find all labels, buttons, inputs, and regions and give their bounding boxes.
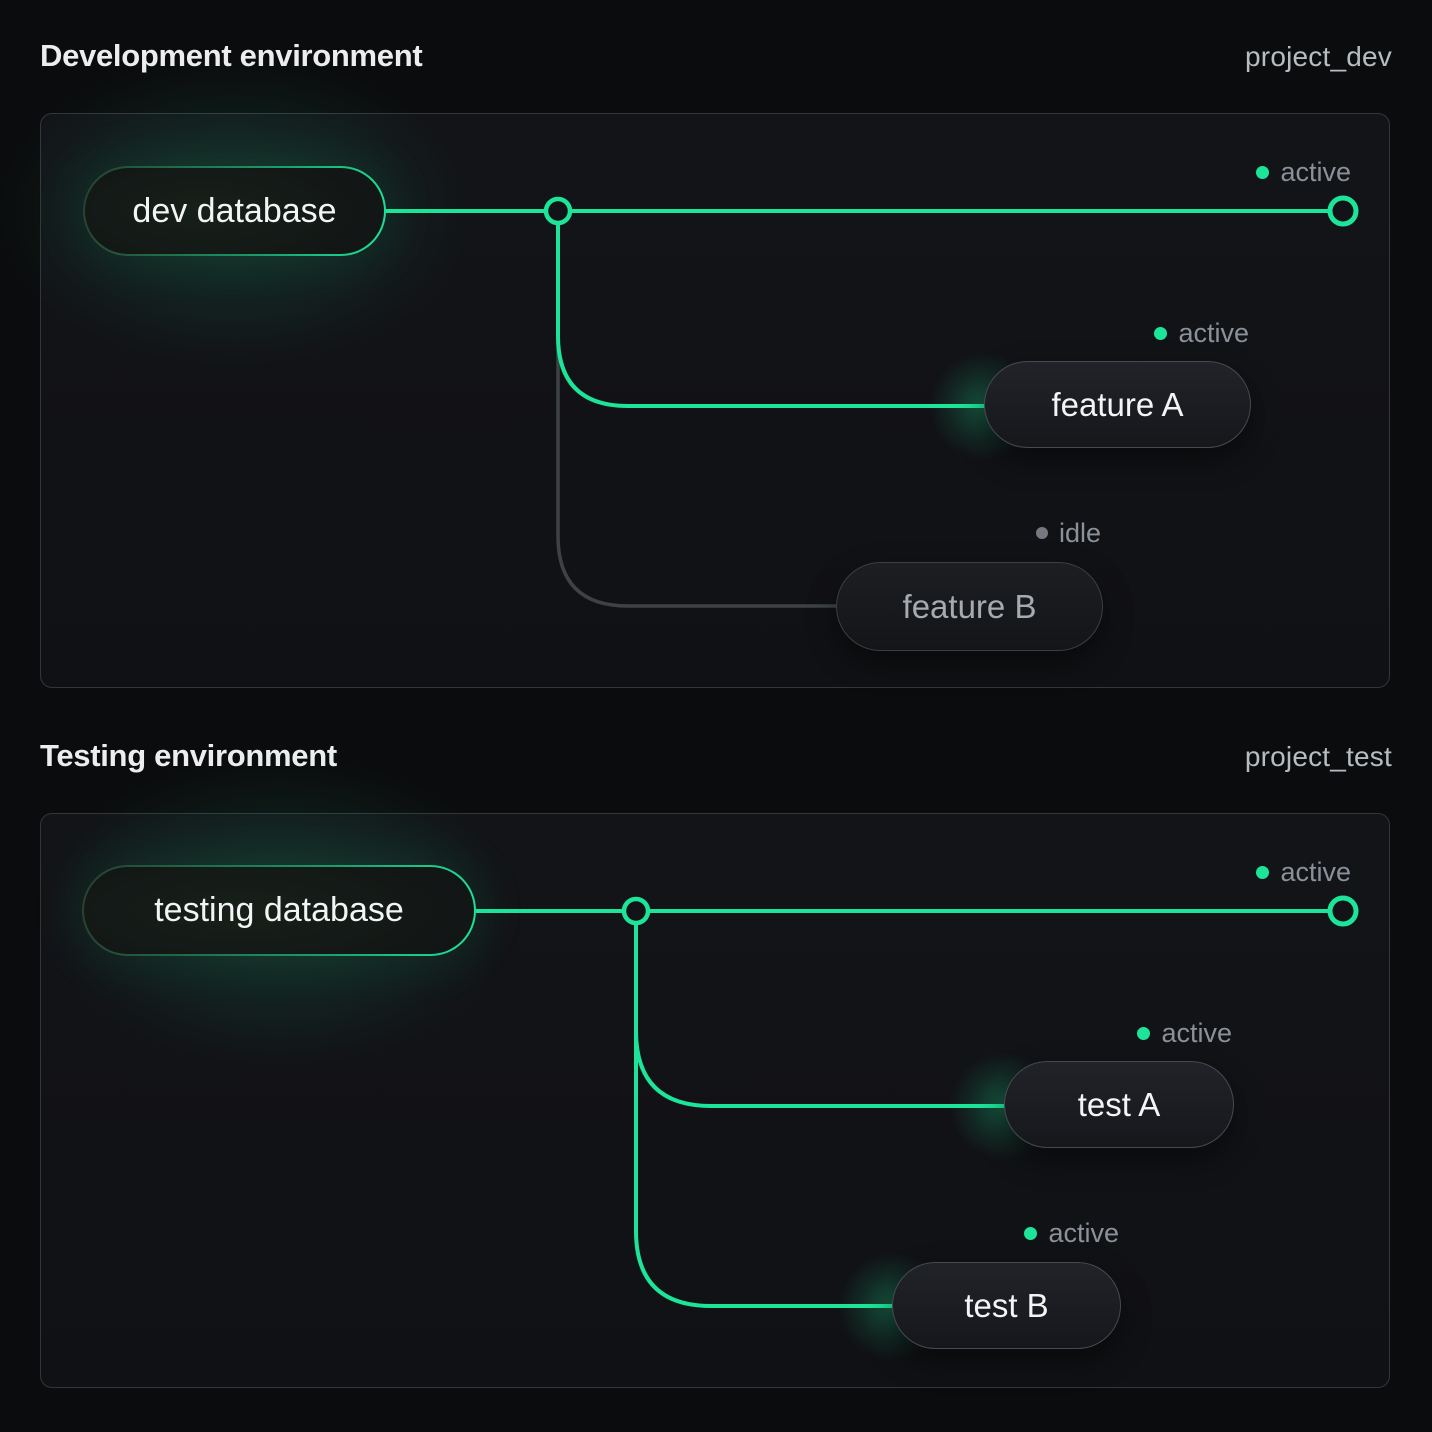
status-dot-icon (1024, 1226, 1038, 1240)
node-label: testing database (154, 891, 404, 929)
section-title: Testing environment (40, 738, 337, 773)
status-label: idle (1058, 517, 1101, 548)
test-section-header: Testing environment project_test (40, 738, 1392, 774)
status-badge: active (1154, 315, 1249, 351)
branch-endpoint-node (1327, 195, 1359, 227)
status-label: active (1048, 1217, 1119, 1248)
branch-a-line (634, 923, 1006, 1108)
status-dot-icon (1035, 527, 1048, 539)
status-label: active (1280, 156, 1351, 187)
status-dot-icon (1256, 865, 1270, 879)
status-label: active (1178, 317, 1249, 348)
status-dot-icon (1154, 326, 1168, 340)
branch-b-line (556, 223, 838, 608)
dev-section-header: Development environment project_dev (40, 38, 1392, 74)
branch-endpoint-node (1327, 895, 1359, 927)
feature-a-node[interactable]: feature A (984, 361, 1251, 448)
branch-lines-svg (476, 895, 1359, 1308)
branch-b-line (634, 923, 894, 1308)
status-badge: idle (1035, 515, 1101, 551)
testing-environment-panel: testing database test A test B active ac… (0, 701, 1390, 1388)
node-label: test A (1077, 1085, 1161, 1123)
node-label: test B (964, 1286, 1049, 1324)
status-label: active (1161, 1017, 1232, 1048)
status-badge: active (1256, 854, 1351, 890)
feature-b-node[interactable]: feature B (836, 562, 1103, 651)
node-label: dev database (132, 191, 337, 230)
status-dot-icon (1137, 1026, 1151, 1040)
test-b-node[interactable]: test B (892, 1262, 1121, 1349)
dev-environment-panel: dev database feature A feature B active … (0, 1, 1390, 688)
branch-lines-svg (386, 195, 1359, 608)
section-title: Development environment (40, 38, 423, 73)
test-a-node[interactable]: test A (1004, 1061, 1234, 1148)
status-label: active (1280, 856, 1351, 887)
node-label: feature B (902, 587, 1037, 625)
branch-junction-node (621, 896, 651, 926)
status-badge: active (1024, 1215, 1119, 1251)
node-label: feature A (1051, 385, 1184, 423)
project-label: project_dev (1245, 41, 1392, 72)
project-label: project_test (1244, 741, 1392, 772)
status-dot-icon (1256, 165, 1270, 179)
dev-database-node[interactable]: dev database (83, 166, 386, 256)
status-badge: active (1137, 1015, 1232, 1051)
branch-a-line (556, 223, 986, 408)
testing-database-node[interactable]: testing database (82, 865, 476, 956)
branch-junction-node (543, 196, 573, 226)
status-badge: active (1256, 154, 1351, 190)
